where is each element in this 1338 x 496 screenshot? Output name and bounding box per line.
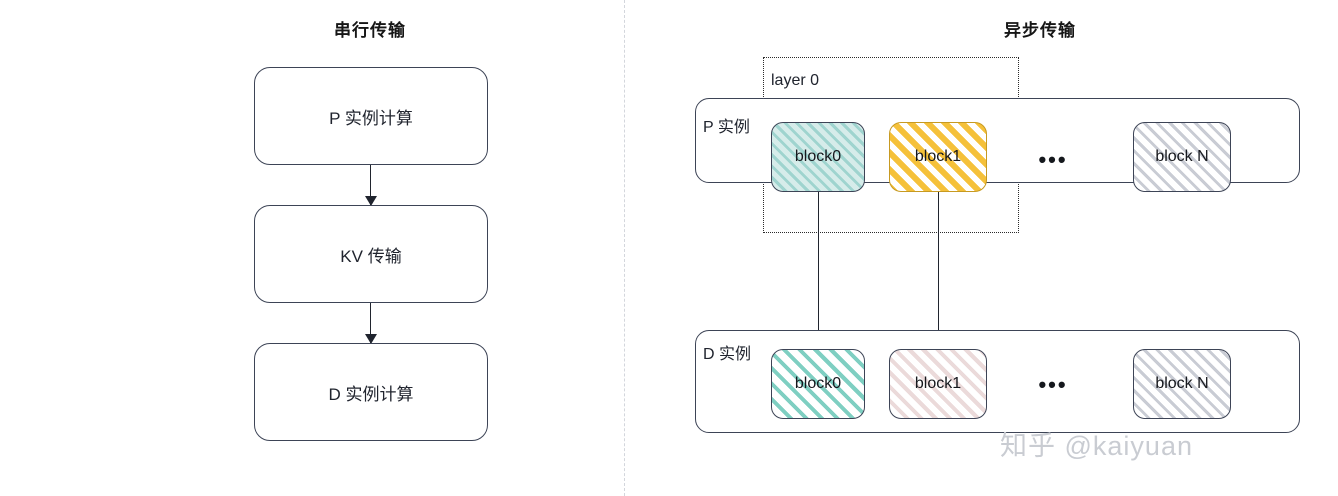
d-instance-block-n[interactable]: block N	[1133, 349, 1231, 419]
flow-arrow-kv-to-d	[365, 303, 377, 344]
layer-0-label: layer 0	[771, 72, 820, 89]
p-instance-ellipsis: •••	[1038, 147, 1068, 172]
transfer-arrow-block1	[933, 192, 945, 351]
p-instance-block-n-label: block N	[1155, 148, 1209, 165]
p-instance-block-n[interactable]: block N	[1133, 122, 1231, 192]
flow-arrow-p-to-kv	[365, 165, 377, 206]
d-instance-block-n-label: block N	[1155, 375, 1209, 392]
p-instance-block0-label: block0	[794, 148, 842, 165]
p-instance-block1[interactable]: block1	[889, 122, 987, 192]
right-panel-title: 异步传输	[1004, 21, 1076, 40]
d-instance-block0-label: block0	[794, 375, 842, 392]
d-instance-label: D 实例	[703, 346, 752, 363]
d-instance-block1[interactable]: block1	[889, 349, 987, 419]
d-instance-block0[interactable]: block0	[771, 349, 865, 419]
d-instance-ellipsis: •••	[1038, 372, 1068, 397]
flow-box-kv-transfer-label: KV 传输	[340, 246, 402, 266]
watermark: 知乎 @kaiyuan	[1000, 431, 1193, 461]
panel-divider	[624, 0, 625, 496]
left-panel-title: 串行传输	[334, 21, 406, 40]
flow-box-kv-transfer: KV 传输	[254, 205, 488, 303]
p-instance-block0[interactable]: block0	[771, 122, 865, 192]
flow-box-d-compute: D 实例计算	[254, 343, 488, 441]
flow-box-d-compute-label: D 实例计算	[328, 384, 414, 404]
p-instance-block1-label: block1	[914, 148, 962, 165]
d-instance-block1-label: block1	[914, 375, 962, 392]
p-instance-label: P 实例	[703, 119, 750, 136]
flow-box-p-compute: P 实例计算	[254, 67, 488, 165]
transfer-arrow-block0	[813, 192, 825, 351]
flow-box-p-compute-label: P 实例计算	[329, 108, 413, 128]
